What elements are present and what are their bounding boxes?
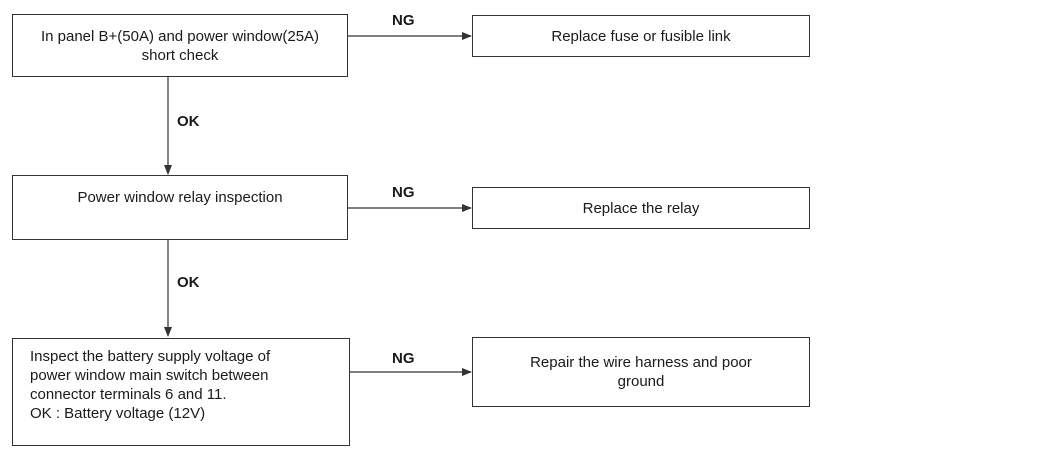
step2-check-box: Power window relay inspection — [12, 175, 348, 240]
step2-ng-action-box: Replace the relay — [472, 187, 810, 229]
step3-ng-action-box: Repair the wire harness and poor ground — [472, 337, 810, 407]
step2-ng-label: NG — [392, 184, 415, 201]
step3-line-2: power window main switch between — [30, 367, 269, 384]
step1-ng-action-text: Replace fuse or fusible link — [551, 27, 731, 45]
step2-check-text: Power window relay inspection — [77, 189, 283, 206]
step3-ng-label: NG — [392, 350, 415, 367]
step1-ng-label: NG — [392, 12, 415, 29]
step2-ok-label: OK — [177, 274, 200, 291]
step1-ng-action-box: Replace fuse or fusible link — [472, 15, 810, 57]
step3-line-1: Inspect the battery supply voltage of — [30, 348, 271, 365]
step3-ng-action-text: Repair the wire harness and poor ground — [530, 354, 752, 390]
step1-check-text: In panel B+(50A) and power window(25A) s… — [40, 27, 320, 64]
step2-ng-action-text: Replace the relay — [582, 199, 700, 217]
step3-line-3: connector terminals 6 and 11. — [30, 386, 227, 403]
step3-check-box: Inspect the battery supply voltage of po… — [12, 338, 350, 446]
step3-line-4: OK : Battery voltage (12V) — [30, 405, 206, 422]
step1-ok-label: OK — [177, 113, 200, 130]
step1-check-box: In panel B+(50A) and power window(25A) s… — [12, 14, 348, 77]
